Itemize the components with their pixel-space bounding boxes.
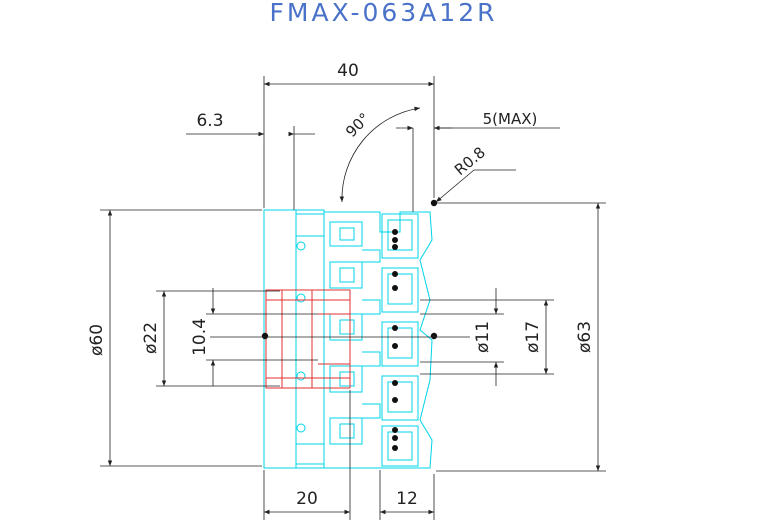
dim-bottom-length-2: 12 — [396, 489, 418, 509]
dim-bottom-length-1: 20 — [296, 489, 318, 509]
screw-dots — [261, 199, 438, 451]
bore-section — [265, 289, 351, 389]
dim-bore-diameter: ø22 — [141, 322, 161, 354]
dim-angle: 90° — [342, 109, 374, 141]
dim-body-diameter: ø60 — [87, 324, 107, 356]
dim-max-protrusion: 5(MAX) — [483, 110, 538, 128]
cutter-body — [263, 209, 433, 469]
drawing-title: FMAX-063A12R — [269, 0, 498, 27]
dim-cutting-diameter: ø63 — [575, 321, 595, 353]
dimension-lines — [100, 76, 606, 520]
dim-keyway-width: 10.4 — [190, 318, 210, 356]
dim-flange-offset: 6.3 — [196, 111, 223, 131]
dim-inner-diameter-1: ø11 — [473, 321, 493, 353]
dim-overall-length: 40 — [337, 61, 359, 81]
dim-inner-diameter-2: ø17 — [523, 321, 543, 353]
